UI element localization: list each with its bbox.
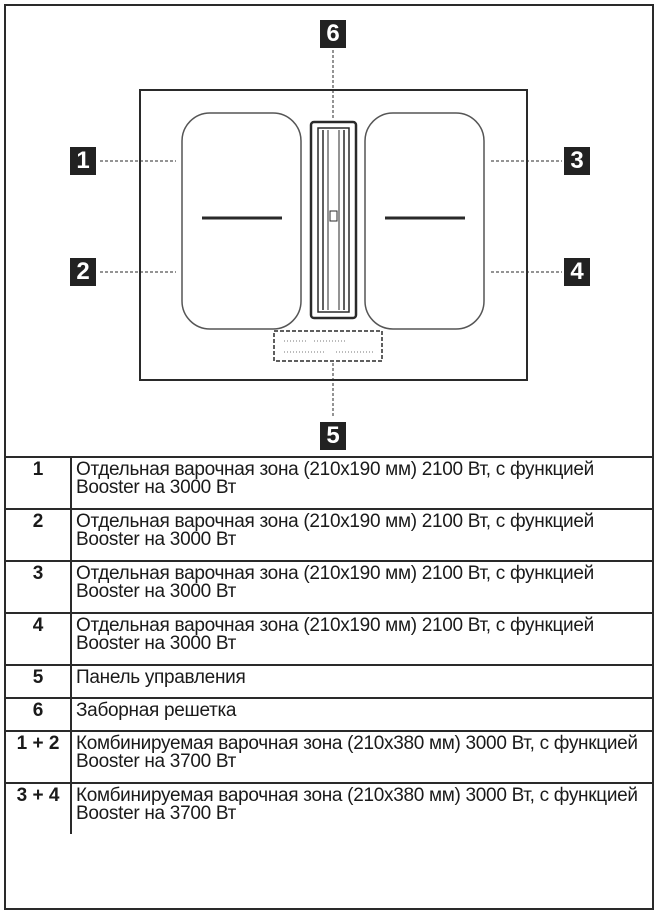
- callout-1: 1: [70, 147, 96, 175]
- left-cooking-zone: [181, 112, 302, 330]
- legend-description: Панель управления: [71, 664, 652, 698]
- extraction-grille: [309, 120, 358, 320]
- legend-description: Заборная решетка: [71, 697, 652, 731]
- legend-description: Отдельная варочная зона (210x190 мм) 210…: [76, 459, 594, 498]
- document-frame: 6 1 3 2 4 5 1 Отдельная варочная зона (2…: [4, 4, 654, 910]
- legend-row: 5 Панель управления: [6, 664, 652, 698]
- callout-3: 3: [564, 147, 590, 175]
- cooktop-diagram: 6 1 3 2 4 5: [6, 6, 652, 458]
- hob-outline: [139, 89, 528, 381]
- legend-number: 3 + 4: [6, 782, 72, 834]
- legend-row: 3 Отдельная варочная зона (210x190 мм) 2…: [6, 560, 652, 613]
- legend-description: Отдельная варочная зона (210x190 мм) 210…: [71, 612, 652, 665]
- callout-6: 6: [320, 20, 346, 48]
- cooktop-drawing: [100, 50, 562, 418]
- legend-row: 3 + 4 Комбинируемая варочная зона (210x3…: [6, 782, 652, 834]
- legend-description: Комбинируемая варочная зона (210x380 мм)…: [71, 782, 652, 834]
- legend-number: 4: [6, 612, 72, 665]
- legend-row: 6 Заборная решетка: [6, 697, 652, 731]
- callout-5: 5: [320, 422, 346, 450]
- legend-number: 2: [6, 508, 72, 561]
- legend-table: 1 Отдельная варочная зона (210x190 мм) 2…: [6, 458, 652, 834]
- legend-number: 6: [6, 697, 72, 731]
- control-panel: [273, 330, 383, 362]
- legend-row: 1 + 2 Комбинируемая варочная зона (210x3…: [6, 730, 652, 783]
- legend-description: Отдельная варочная зона (210x190 мм) 210…: [71, 508, 652, 561]
- legend-number: 3: [6, 560, 72, 613]
- legend-row: 2 Отдельная варочная зона (210x190 мм) 2…: [6, 508, 652, 561]
- legend-row: 4 Отдельная варочная зона (210x190 мм) 2…: [6, 612, 652, 665]
- legend-number: 1: [6, 458, 72, 509]
- legend-description: Отдельная варочная зона (210x190 мм) 210…: [71, 560, 652, 613]
- legend-number: 1 + 2: [6, 730, 72, 783]
- legend-number: 5: [6, 664, 72, 698]
- legend-row: 1 Отдельная варочная зона (210x190 мм) 2…: [6, 458, 652, 509]
- callout-2: 2: [70, 258, 96, 286]
- right-cooking-zone: [364, 112, 485, 330]
- legend-description: Комбинируемая варочная зона (210x380 мм)…: [71, 730, 652, 783]
- callout-4: 4: [564, 258, 590, 286]
